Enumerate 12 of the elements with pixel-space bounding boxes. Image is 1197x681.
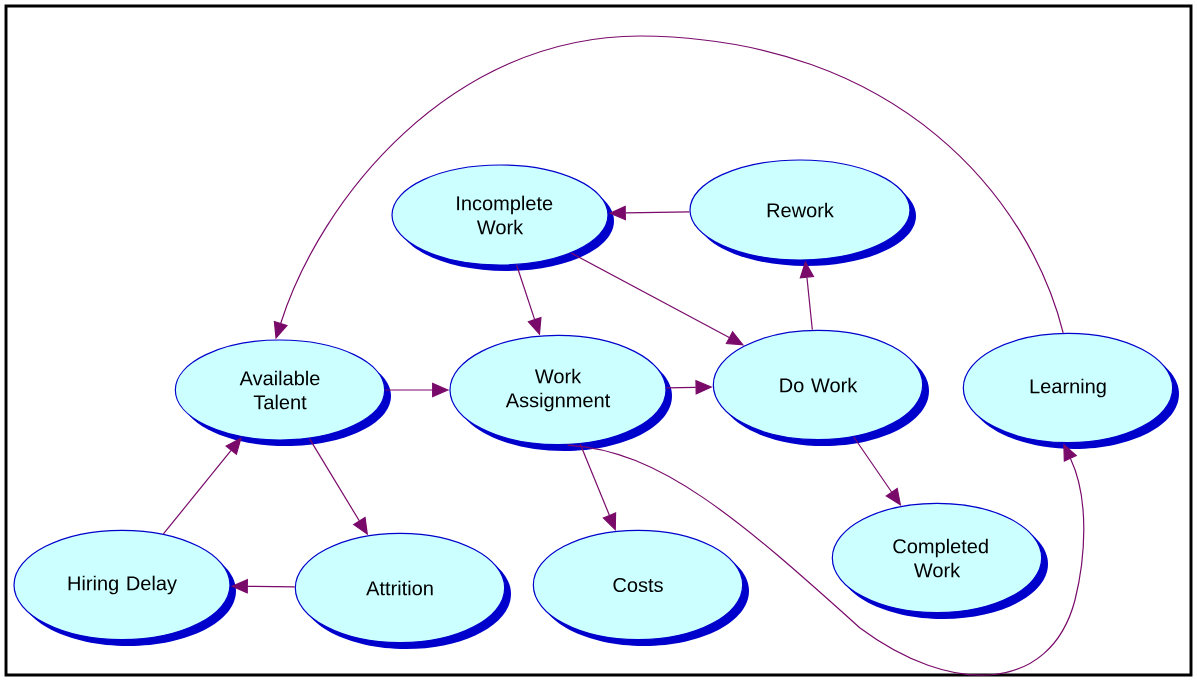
ellipse-node: Incomplete Work xyxy=(391,164,614,271)
ellipse-node: Work Assignment xyxy=(449,334,672,451)
ellipse-node: Costs xyxy=(532,529,749,646)
ellipse-node: Rework xyxy=(689,159,916,266)
ellipse-node: Learning xyxy=(962,332,1179,449)
arrow xyxy=(579,443,617,531)
ellipse-node: Hiring Delay xyxy=(13,529,236,646)
ellipse-node: Completed Work xyxy=(831,502,1048,619)
ellipse-node: Do Work xyxy=(712,329,929,446)
arrow xyxy=(162,437,242,535)
ellipse-node: Attrition xyxy=(294,532,511,649)
ellipse-node: Available Talent xyxy=(174,339,391,446)
